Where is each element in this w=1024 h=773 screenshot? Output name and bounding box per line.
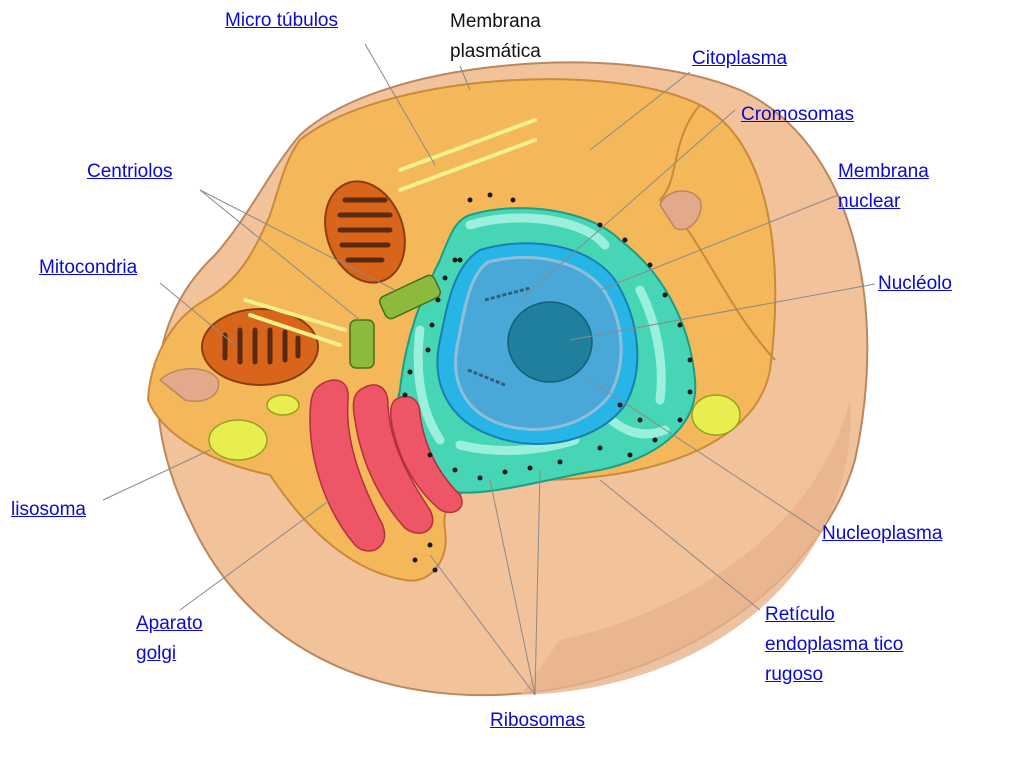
chromosome — [484, 286, 531, 302]
label-reticulo[interactable]: Retículo endoplasma tico rugoso — [765, 600, 903, 690]
label-aparato-golgi-line2: golgi — [136, 643, 177, 664]
leader-lines — [102, 43, 876, 696]
lysosome-right — [691, 394, 741, 436]
label-mitocondria[interactable]: Mitocondria — [39, 257, 138, 278]
label-membrana-plasmatica: Membrana plasmática — [450, 7, 541, 67]
rough-er-cisterna — [455, 435, 580, 455]
label-nucleoplasma[interactable]: Nucleoplasma — [822, 523, 943, 544]
microtubule — [398, 118, 537, 192]
label-membrana-nuclear-line1: Membrana — [838, 161, 929, 182]
chromosome — [467, 368, 506, 387]
rough-er-cisterna — [465, 213, 610, 250]
label-membrana-plasmatica-line2: plasmática — [450, 41, 541, 62]
label-membrana-nuclear[interactable]: Membrana nuclear — [838, 157, 929, 217]
golgi-apparatus — [352, 384, 434, 534]
label-aparato-golgi[interactable]: Aparato golgi — [136, 609, 203, 669]
golgi-apparatus — [390, 395, 463, 514]
label-membrana-plasmatica-line1: Membrana — [450, 11, 541, 32]
nucleolus — [507, 301, 593, 383]
lysosome — [208, 419, 268, 461]
centriole-vertical — [349, 319, 375, 369]
rough-er-cisterna — [635, 285, 666, 405]
microtubule — [243, 298, 347, 347]
lysosome-small — [266, 394, 300, 416]
label-nucleolo[interactable]: Nucléolo — [878, 273, 952, 294]
label-reticulo-line1: Retículo — [765, 604, 835, 625]
label-citoplasma[interactable]: Citoplasma — [692, 48, 788, 69]
rough-er-cisterna — [413, 325, 445, 445]
label-aparato-golgi-line1: Aparato — [136, 613, 203, 634]
label-reticulo-line3: rugoso — [765, 664, 824, 685]
golgi-apparatus — [309, 379, 386, 552]
membrane-fold-left — [158, 368, 220, 402]
label-micro-tubulos[interactable]: Micro túbulos — [225, 10, 338, 31]
label-cromosomas[interactable]: Cromosomas — [741, 104, 854, 125]
label-membrana-nuclear-line2: nuclear — [838, 191, 901, 212]
ribosomes — [402, 192, 693, 573]
mitochondrion-left-cristae — [222, 327, 301, 365]
label-ribosomas[interactable]: Ribosomas — [490, 710, 586, 731]
mitochondrion-top-cristae — [337, 197, 393, 263]
centriole-horizontal — [378, 274, 442, 320]
membrane-fold — [659, 190, 702, 231]
label-centriolos[interactable]: Centriolos — [87, 161, 173, 182]
label-lisosoma[interactable]: lisosoma — [11, 499, 86, 520]
cell-shadow — [520, 400, 851, 695]
label-reticulo-line2: endoplasma tico — [765, 634, 904, 655]
